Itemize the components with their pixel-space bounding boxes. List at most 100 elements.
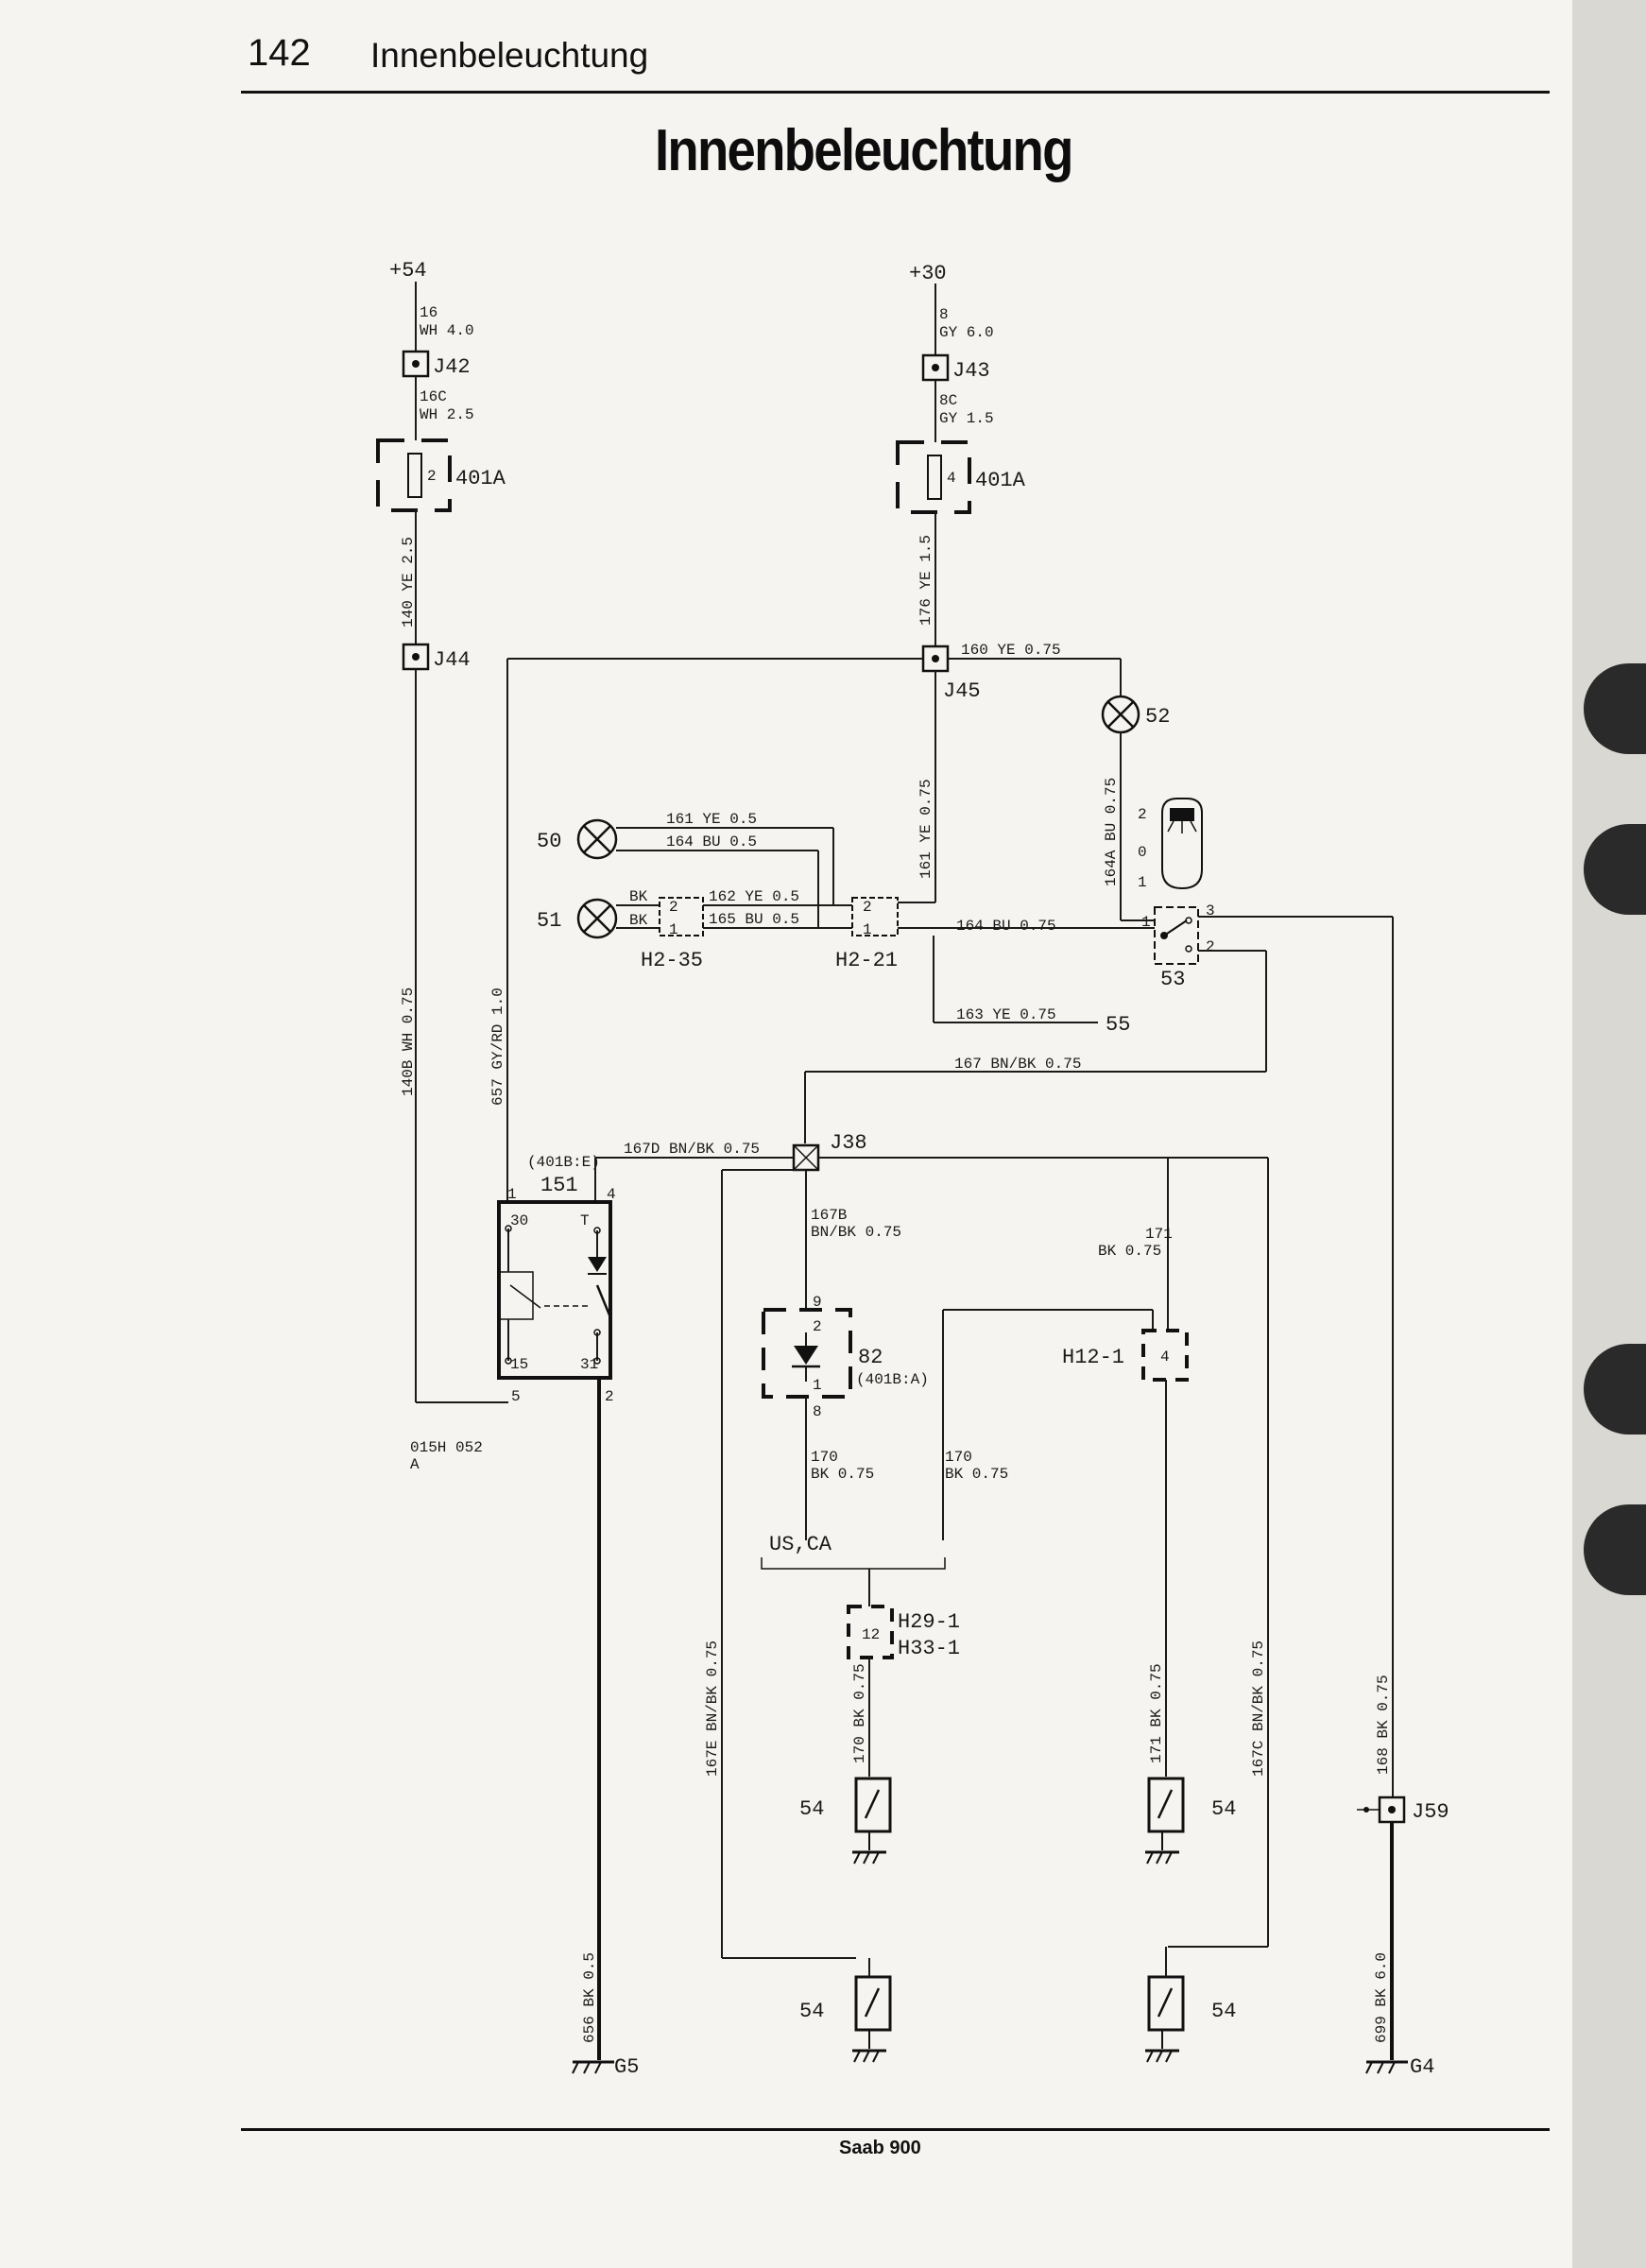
lamp-label: 52 (1145, 705, 1170, 729)
connector-label: J59 (1412, 1800, 1449, 1824)
pin-label: T (580, 1212, 590, 1229)
dome-light-icon (1161, 798, 1203, 890)
footer-rule (241, 2128, 1550, 2131)
pin-label: 1 (813, 1377, 822, 1394)
connector-label: J43 (952, 359, 990, 383)
pin-label: 8 (813, 1403, 822, 1420)
pin-label: 2 (1206, 938, 1215, 955)
wire-label: 164 BU 0.75 (956, 918, 1056, 935)
switch-53 (1154, 906, 1199, 965)
lamp-50 (576, 818, 618, 860)
pin-label: 30 (510, 1212, 528, 1229)
connector-label: J38 (830, 1131, 867, 1155)
wire-label: 170 BK 0.75 (851, 1663, 868, 1763)
wire-label: 165 BU 0.5 (709, 911, 799, 928)
wire-label: 160 YE 0.75 (961, 642, 1061, 659)
wire-label: GY 1.5 (939, 410, 994, 427)
variant-label: US,CA (769, 1533, 832, 1556)
wire-label: 699 BK 6.0 (1373, 1952, 1390, 2043)
wire-label: 176 YE 1.5 (917, 535, 934, 626)
door-switch-label: 54 (1211, 2000, 1236, 2023)
pin-label: 2 (1138, 806, 1147, 823)
ref-label: 55 (1106, 1013, 1130, 1037)
pin-label: 1 (1138, 874, 1147, 891)
fuse-number: 2 (427, 468, 437, 485)
page-title: Innenbeleuchtung (655, 118, 1073, 183)
pin-label: 5 (511, 1388, 521, 1405)
supply-plus30-label: +30 (909, 262, 947, 285)
fuse-label: 401A (975, 469, 1026, 492)
pin-label: 3 (1206, 902, 1215, 919)
pin-label: 2 (813, 1318, 822, 1335)
pin-label: 12 (862, 1626, 880, 1643)
door-switch-54 (852, 1777, 892, 1864)
wire-label: 140B WH 0.75 (400, 988, 417, 1096)
wire-label: BK (629, 912, 648, 929)
pin-label: 2 (863, 899, 872, 916)
footer-model: Saab 900 (839, 2138, 921, 2158)
binder-edge (1572, 0, 1646, 2268)
wire-label: 171 (1145, 1226, 1173, 1243)
diode-ref: (401B:A) (856, 1371, 929, 1388)
supply-plus54-label: +54 (389, 259, 427, 283)
pin-label: 9 (813, 1294, 822, 1311)
wire-label: 657 GY/RD 1.0 (489, 988, 506, 1106)
pin-label: 0 (1138, 844, 1147, 861)
connector-label: H2-35 (641, 949, 703, 972)
fuse-number: 4 (947, 470, 956, 487)
header-rule (241, 91, 1550, 94)
wire-label: WH 4.0 (420, 322, 474, 339)
wire-label: 656 BK 0.5 (581, 1952, 598, 2043)
wire-label: 162 YE 0.5 (709, 888, 799, 905)
lamp-51 (576, 898, 618, 939)
wire-label: BK 0.75 (945, 1466, 1008, 1483)
lamp-label: 51 (537, 909, 561, 933)
connector-label: H33-1 (898, 1637, 960, 1660)
switch-label: 53 (1160, 968, 1185, 991)
pin-label: 4 (607, 1186, 616, 1203)
wire-label: 140 YE 2.5 (400, 537, 417, 627)
wire-label: GY 6.0 (939, 324, 994, 341)
wire-label: 171 BK 0.75 (1148, 1663, 1165, 1763)
wire-label: 163 YE 0.75 (956, 1006, 1056, 1023)
ground-label: G5 (614, 2055, 639, 2079)
connector-h2-35 (659, 897, 704, 936)
wire-label: 170 (945, 1449, 972, 1466)
wire-label: 8C (939, 392, 957, 409)
pin-label: 15 (510, 1356, 528, 1373)
wire-label: WH 2.5 (420, 406, 474, 423)
wire-label: 16 (420, 304, 437, 321)
relay-code: A (410, 1456, 420, 1473)
pin-label: 4 (1160, 1349, 1170, 1366)
connector-label: H29-1 (898, 1610, 960, 1634)
pin-label: 1 (669, 921, 678, 938)
relay-ref: (401B:E) (527, 1154, 600, 1171)
door-switch-54 (1145, 1777, 1185, 1864)
wire-label: 164 BU 0.5 (666, 833, 757, 850)
pin-label: 1 (863, 921, 872, 938)
connector-label: J42 (433, 355, 471, 379)
door-switch-54 (852, 1975, 892, 2063)
fuse-401a-left (376, 438, 452, 512)
diode-label: 82 (858, 1346, 883, 1369)
pin-label: 1 (1141, 914, 1151, 931)
wire-label: 161 YE 0.5 (666, 811, 757, 828)
wire-label: 170 (811, 1449, 838, 1466)
connector-label: J45 (943, 679, 981, 703)
ground-label: G4 (1410, 2055, 1434, 2079)
wire-label: 164A BU 0.75 (1103, 778, 1120, 886)
header-section-title: Innenbeleuchtung (370, 36, 649, 75)
wire-label: 16C (420, 388, 447, 405)
wire-label: 168 BK 0.75 (1375, 1675, 1392, 1775)
door-switch-54 (1145, 1975, 1185, 2063)
connector-h2-21 (851, 897, 899, 936)
fuse-401a-right (896, 440, 971, 514)
pin-label: 2 (669, 899, 678, 916)
pin-label: 2 (605, 1388, 614, 1405)
door-switch-label: 54 (799, 2000, 824, 2023)
fuse-label: 401A (455, 467, 506, 490)
wire-label: BK 0.75 (1098, 1243, 1161, 1260)
lamp-label: 50 (537, 830, 561, 853)
wire-label: 167B (811, 1207, 847, 1224)
